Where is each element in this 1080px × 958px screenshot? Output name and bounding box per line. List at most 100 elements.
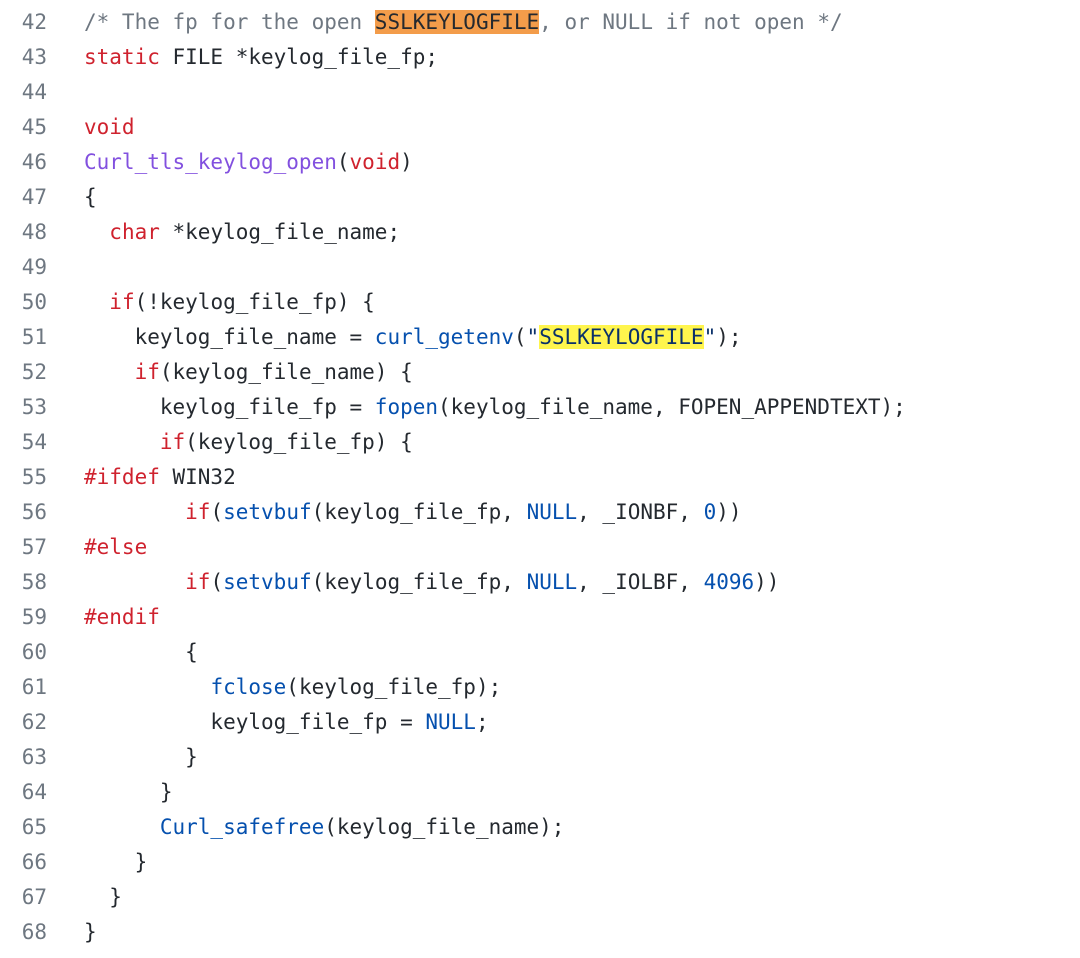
- code-line: 53 keylog_file_fp = fopen(keylog_file_na…: [0, 390, 1080, 425]
- code-text: {: [84, 180, 97, 215]
- code-line: 43 static FILE *keylog_file_fp;: [0, 40, 1080, 75]
- code-token: if: [185, 500, 211, 524]
- code-token: [84, 570, 185, 594]
- code-token: 4096: [703, 570, 755, 594]
- code-token: (: [336, 150, 350, 174]
- code-token: /* The fp for the open: [84, 10, 375, 34]
- line-number[interactable]: 51: [21, 325, 47, 349]
- line-number[interactable]: 45: [21, 115, 47, 139]
- code-token: 0: [703, 500, 717, 524]
- code-token: }: [84, 850, 148, 874]
- line-number[interactable]: 55: [21, 465, 47, 489]
- code-token: if: [159, 430, 186, 454]
- code-text: }: [84, 775, 173, 810]
- code-token: setvbuf: [223, 500, 312, 524]
- code-line: 47 {: [0, 180, 1080, 215]
- code-token: (: [513, 325, 527, 349]
- code-line: 63 }: [0, 740, 1080, 775]
- line-number[interactable]: 66: [21, 850, 47, 874]
- line-number[interactable]: 52: [21, 360, 47, 384]
- line-number[interactable]: 47: [21, 185, 47, 209]
- code-text: void: [84, 110, 135, 145]
- code-token: , _IOLBF,: [577, 570, 704, 594]
- code-text: char *keylog_file_name;: [84, 215, 400, 250]
- code-line: 60 {: [0, 635, 1080, 670]
- code-token: void: [349, 150, 401, 174]
- code-text: }: [84, 845, 148, 880]
- line-number[interactable]: 49: [21, 255, 47, 279]
- line-number[interactable]: 56: [21, 500, 47, 524]
- code-token: [84, 500, 185, 524]
- code-line: 66 }: [0, 845, 1080, 880]
- code-token: ;: [475, 710, 489, 734]
- line-number[interactable]: 63: [21, 745, 47, 769]
- code-token: Curl_safefree: [159, 815, 325, 839]
- line-number[interactable]: 57: [21, 535, 47, 559]
- code-text: #else: [84, 530, 147, 565]
- code-token: [84, 675, 210, 699]
- line-number[interactable]: 42: [21, 10, 47, 34]
- line-number[interactable]: 67: [21, 885, 47, 909]
- line-number[interactable]: 59: [21, 605, 47, 629]
- code-token: if: [109, 290, 135, 314]
- line-number[interactable]: 44: [21, 80, 47, 104]
- code-text: keylog_file_fp = fopen(keylog_file_name,…: [84, 390, 906, 425]
- code-token: , _IONBF,: [577, 500, 704, 524]
- code-line: 56 if(setvbuf(keylog_file_fp, NULL, _ION…: [0, 495, 1080, 530]
- code-token: }: [84, 780, 173, 804]
- code-token: #endif: [84, 605, 160, 629]
- code-token: [84, 290, 109, 314]
- code-text: static FILE *keylog_file_fp;: [84, 40, 438, 75]
- code-line: 45 void: [0, 110, 1080, 145]
- code-text: if(!keylog_file_fp) {: [84, 285, 375, 320]
- code-token: WIN32: [159, 465, 236, 489]
- code-token: )): [716, 500, 742, 524]
- code-token: [84, 220, 109, 244]
- code-token: {: [84, 185, 97, 209]
- line-number[interactable]: 53: [21, 395, 47, 419]
- code-token: [84, 430, 160, 454]
- code-text: keylog_file_name = curl_getenv("SSLKEYLO…: [84, 320, 742, 355]
- code-token: #else: [84, 535, 148, 559]
- line-number[interactable]: 60: [21, 640, 47, 664]
- code-text: if(keylog_file_fp) {: [84, 425, 413, 460]
- line-number[interactable]: 54: [21, 430, 47, 454]
- code-token: keylog_file_name =: [84, 325, 375, 349]
- code-token: [84, 815, 160, 839]
- line-number[interactable]: 46: [21, 150, 47, 174]
- code-line: 52 if(keylog_file_name) {: [0, 355, 1080, 390]
- code-line: 54 if(keylog_file_fp) {: [0, 425, 1080, 460]
- code-text: fclose(keylog_file_fp);: [84, 670, 501, 705]
- code-token: }: [84, 920, 97, 944]
- code-text: }: [84, 880, 122, 915]
- line-number[interactable]: 43: [21, 45, 47, 69]
- line-number[interactable]: 58: [21, 570, 47, 594]
- code-token: keylog_file_fp =: [84, 710, 426, 734]
- line-number[interactable]: 62: [21, 710, 47, 734]
- line-number[interactable]: 65: [21, 815, 47, 839]
- code-token: [84, 360, 135, 384]
- code-token: ": [703, 325, 717, 349]
- code-token: char: [109, 220, 160, 244]
- code-line: 59 #endif: [0, 600, 1080, 635]
- line-number[interactable]: 68: [21, 920, 47, 944]
- line-number[interactable]: 61: [21, 675, 47, 699]
- line-number[interactable]: 50: [21, 290, 47, 314]
- code-text: Curl_safefree(keylog_file_name);: [84, 810, 565, 845]
- code-token: NULL: [425, 710, 476, 734]
- code-line: 51 keylog_file_name = curl_getenv("SSLKE…: [0, 320, 1080, 355]
- code-token: (: [210, 500, 224, 524]
- code-text: keylog_file_fp = NULL;: [84, 705, 489, 740]
- code-token: (keylog_file_fp,: [311, 500, 527, 524]
- code-token: NULL: [526, 500, 578, 524]
- code-token: (keylog_file_fp);: [286, 675, 502, 699]
- code-token: NULL: [526, 570, 578, 594]
- code-token: (: [210, 570, 224, 594]
- line-number[interactable]: 64: [21, 780, 47, 804]
- code-line: 58 if(setvbuf(keylog_file_fp, NULL, _IOL…: [0, 565, 1080, 600]
- code-line: 48 char *keylog_file_name;: [0, 215, 1080, 250]
- code-text: #endif: [84, 600, 160, 635]
- line-number[interactable]: 48: [21, 220, 47, 244]
- search-highlight: SSLKEYLOGFILE: [539, 325, 704, 349]
